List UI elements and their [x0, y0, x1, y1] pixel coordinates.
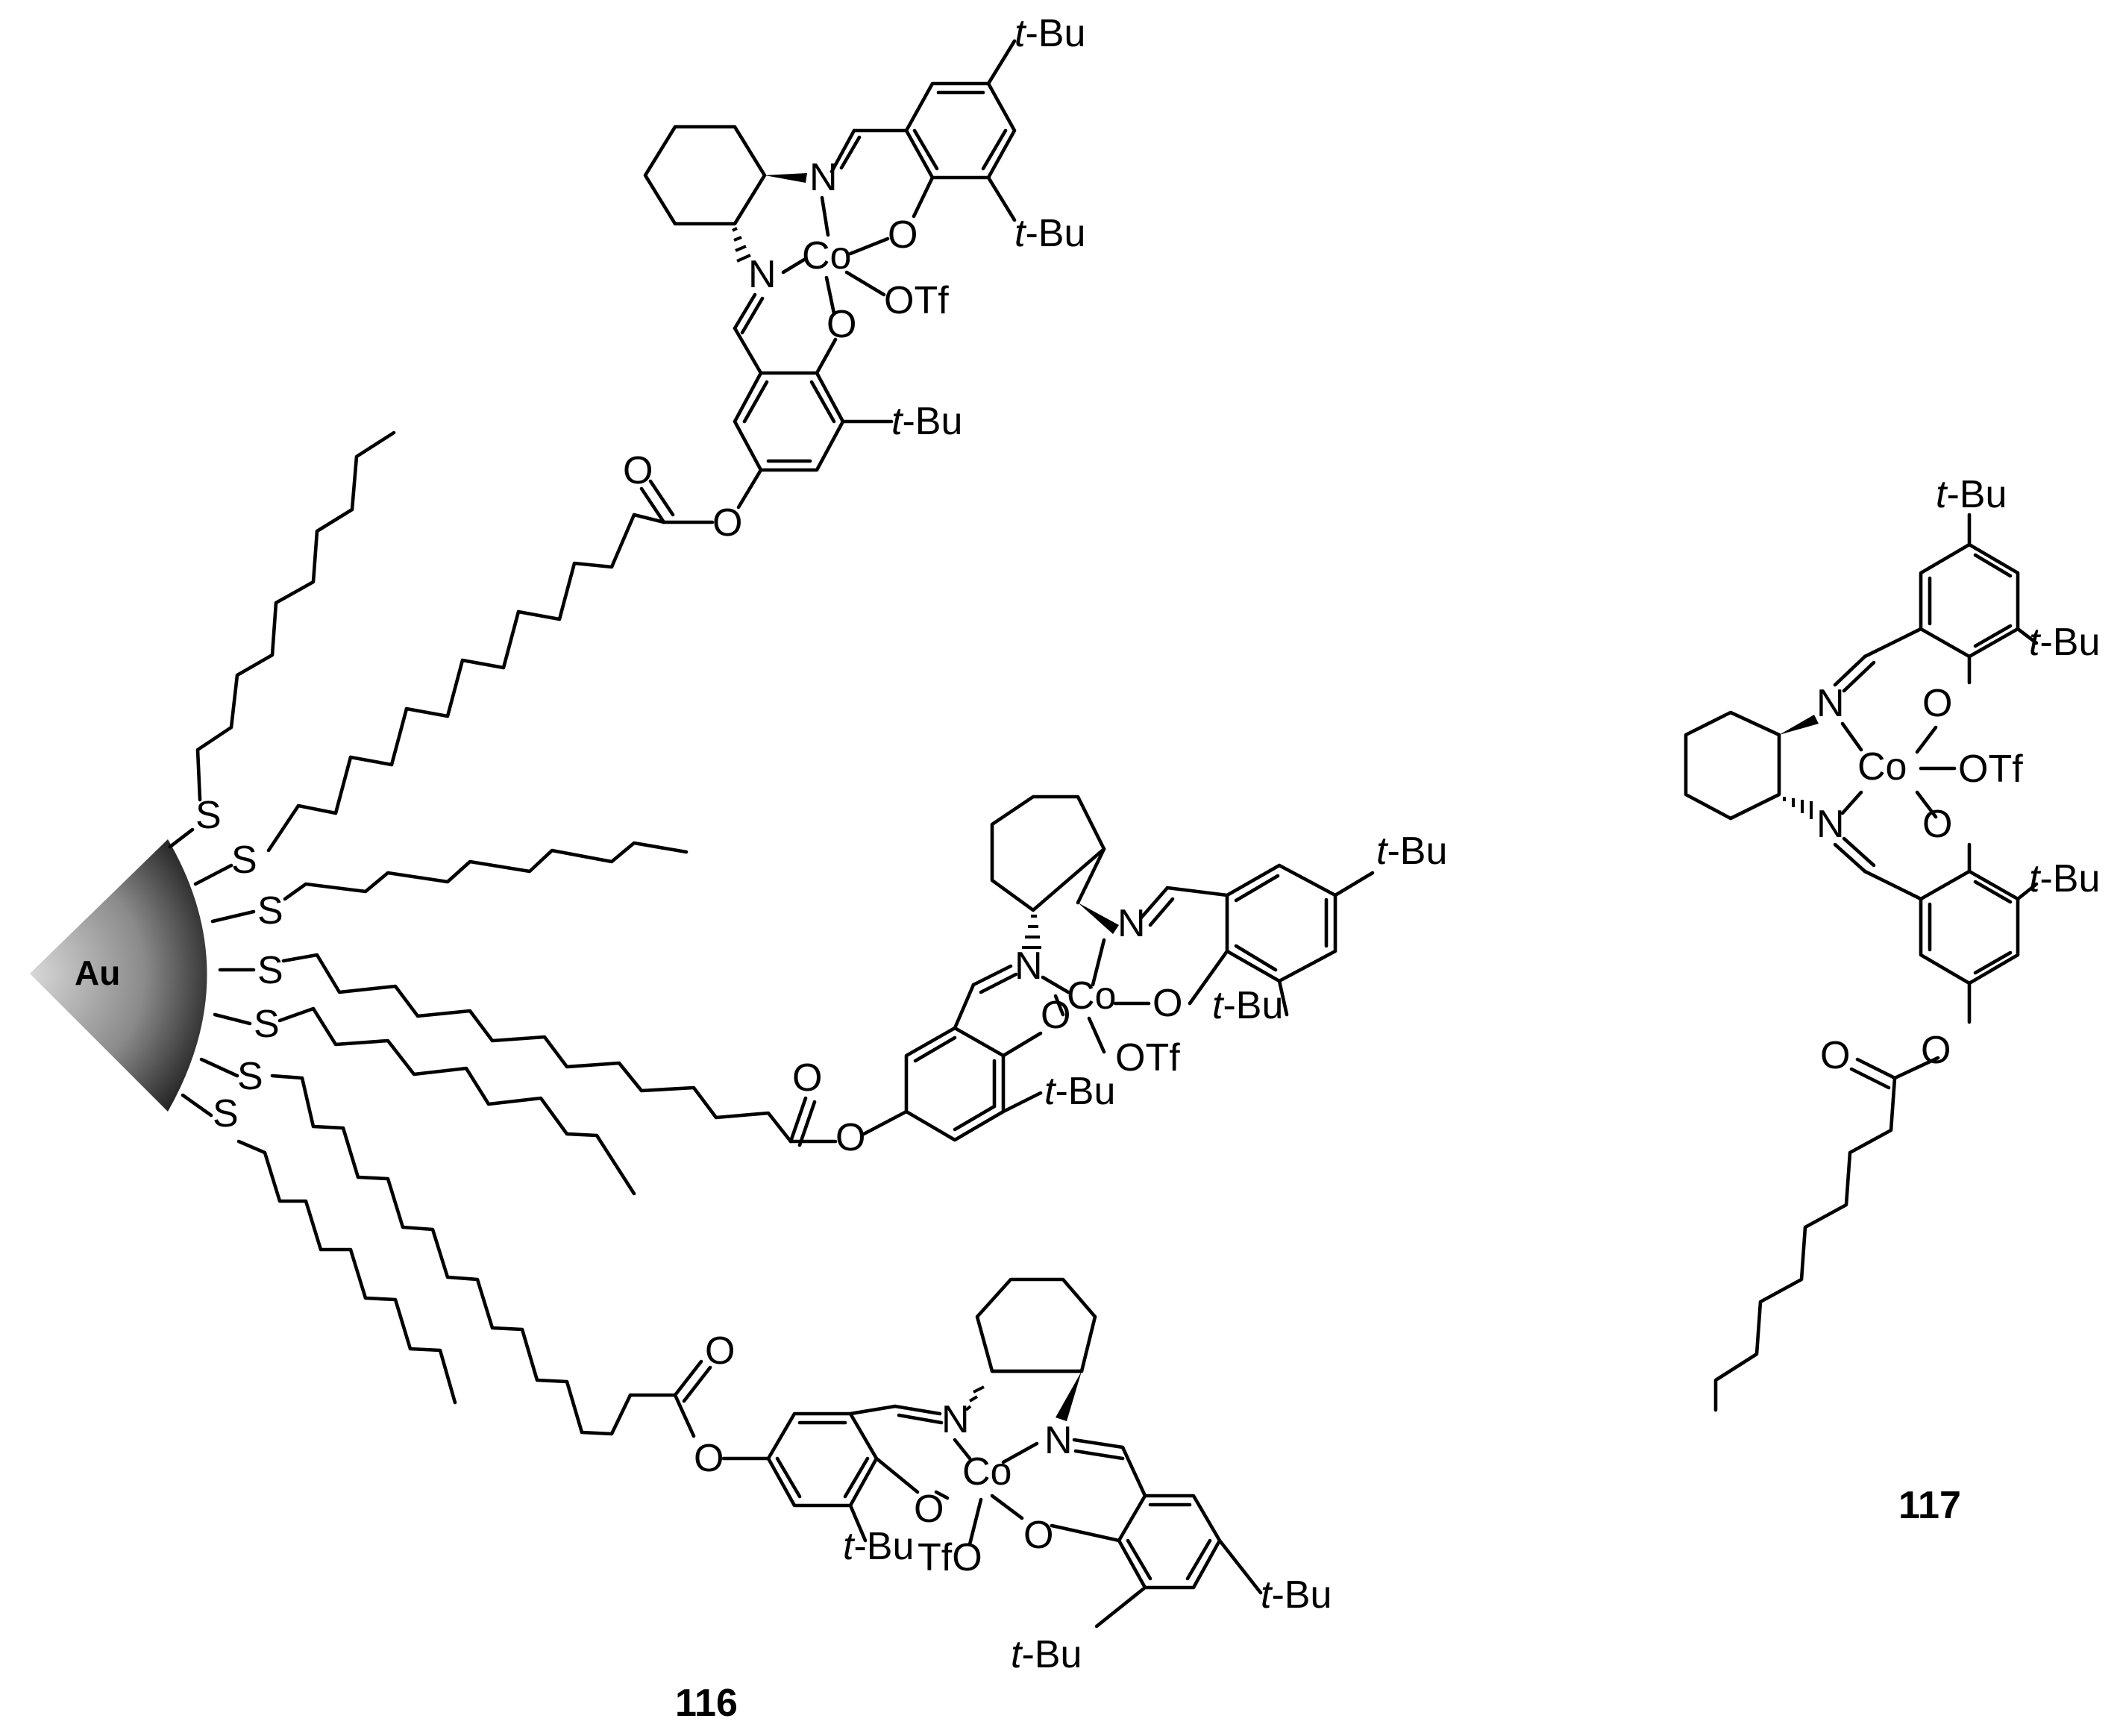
stereo-wedge	[1779, 715, 1819, 735]
tbu-label: t-Bu	[1376, 830, 1447, 873]
tbu-label: t-Bu	[1212, 984, 1283, 1027]
oxygen-atom: O	[623, 449, 653, 492]
cobalt-atom: Co	[1857, 745, 1907, 789]
stereo-hash	[1783, 797, 1813, 819]
tbu-label: t-Bu	[891, 400, 962, 443]
compound-117-structure: t-Bu t-Bu O N Co OTf N O	[1684, 473, 2100, 1412]
aryl-ring	[1919, 542, 2020, 659]
triflate-label: TfO	[918, 1536, 982, 1579]
aryl-ring	[904, 81, 1017, 180]
compound-label-116: 116	[675, 1682, 738, 1725]
gold-core-shape	[30, 839, 207, 1112]
stereo-wedge	[765, 173, 807, 183]
tbu-label: t-Bu	[1014, 212, 1085, 255]
stereo-wedge	[1056, 1371, 1082, 1421]
gold-label: Au	[75, 953, 120, 992]
linker-chain	[281, 953, 793, 1144]
octyl-chain	[236, 1139, 457, 1405]
tbu-label: t-Bu	[1011, 1633, 1082, 1676]
sulfur-atom: S	[231, 839, 257, 882]
oxygen-atom: O	[1023, 1514, 1053, 1557]
tbu-label: t-Bu	[843, 1525, 914, 1568]
stereo-hash	[1022, 915, 1041, 949]
sulfur-atom: S	[237, 1055, 263, 1098]
cyclohexane-ring	[643, 125, 767, 226]
tbu-label: t-Bu	[1261, 1573, 1332, 1617]
aryl-ring	[733, 371, 845, 472]
aryl-ring	[904, 1026, 1006, 1142]
aryl-ring	[1117, 1494, 1222, 1590]
oxygen-atom: O	[1922, 682, 1952, 725]
sulfur-atom: S	[213, 1092, 239, 1135]
oxygen-atom: O	[1922, 803, 1952, 846]
compound-label-117: 117	[1898, 1484, 1961, 1527]
nitrogen-atom: N	[809, 156, 838, 199]
sulfur-atoms: S S S S S S S	[195, 794, 283, 1135]
aryl-ring	[1919, 869, 2020, 985]
oxygen-atom: O	[792, 1056, 822, 1100]
alkyl-chains	[195, 430, 689, 1405]
nitrogen-atom: N	[1044, 1419, 1073, 1462]
oxygen-atom: O	[888, 213, 918, 257]
cyclohexane-ring	[990, 795, 1106, 912]
nitrogen-atom: N	[1014, 944, 1043, 988]
cyclohexane-ring	[975, 1277, 1097, 1373]
oxygen-atom: O	[835, 1116, 865, 1159]
linker-chain	[266, 513, 666, 853]
sulfur-atom: S	[257, 949, 283, 992]
tbu-label: t-Bu	[1044, 1070, 1115, 1113]
cobalt-atom: Co	[1067, 974, 1116, 1018]
linker-chain	[270, 1074, 633, 1436]
triflate-label: OTf	[884, 279, 949, 322]
oxygen-atom: O	[827, 303, 856, 346]
sulfur-atom: S	[254, 1003, 280, 1046]
tbu-label: t-Bu	[1014, 12, 1085, 55]
salen-unit-middle: O O t-Bu O N Co OTf O N	[788, 795, 1447, 1159]
oxygen-atom: O	[705, 1329, 735, 1373]
tbu-label: t-Bu	[1936, 473, 2007, 516]
oxygen-atom: O	[1152, 982, 1182, 1025]
cyclohexane-ring	[1684, 710, 1781, 821]
octyl-chain	[277, 1006, 636, 1196]
octyl-chain	[283, 841, 689, 901]
octyl-chain	[1713, 1076, 1897, 1412]
nitrogen-atom: N	[1816, 682, 1845, 725]
gold-nanoparticle: Au	[30, 839, 207, 1112]
salen-unit-bottom: O O t-Bu O N Co TfO O N	[628, 1277, 1332, 1676]
oxygen-atom: O	[694, 1437, 724, 1480]
linker-chains	[266, 513, 793, 1436]
salen-unit-top: O O t-Bu O N Co OTf O N	[623, 12, 1085, 545]
nitrogen-atom: N	[748, 253, 777, 296]
oxygen-atom: O	[1820, 1034, 1850, 1077]
tbu-label: t-Bu	[2029, 857, 2100, 900]
triflate-label: OTf	[1115, 1036, 1180, 1079]
nitrogen-atom: N	[941, 1398, 970, 1441]
stereo-hash	[732, 227, 751, 263]
aryl-ring	[1225, 863, 1337, 983]
tbu-label: t-Bu	[2029, 621, 2100, 664]
sulfur-atom: S	[257, 889, 283, 933]
stereo-wedge	[1078, 903, 1119, 934]
nitrogen-atom: N	[1816, 803, 1845, 846]
aryl-ring	[766, 1411, 879, 1508]
triflate-label: OTf	[1958, 748, 2023, 791]
cobalt-atom: Co	[802, 234, 851, 278]
nitrogen-atom: N	[1117, 902, 1146, 945]
au-sulfur-bonds	[168, 827, 256, 1118]
octyl-chain	[195, 430, 396, 802]
stereo-hash	[965, 1385, 985, 1411]
